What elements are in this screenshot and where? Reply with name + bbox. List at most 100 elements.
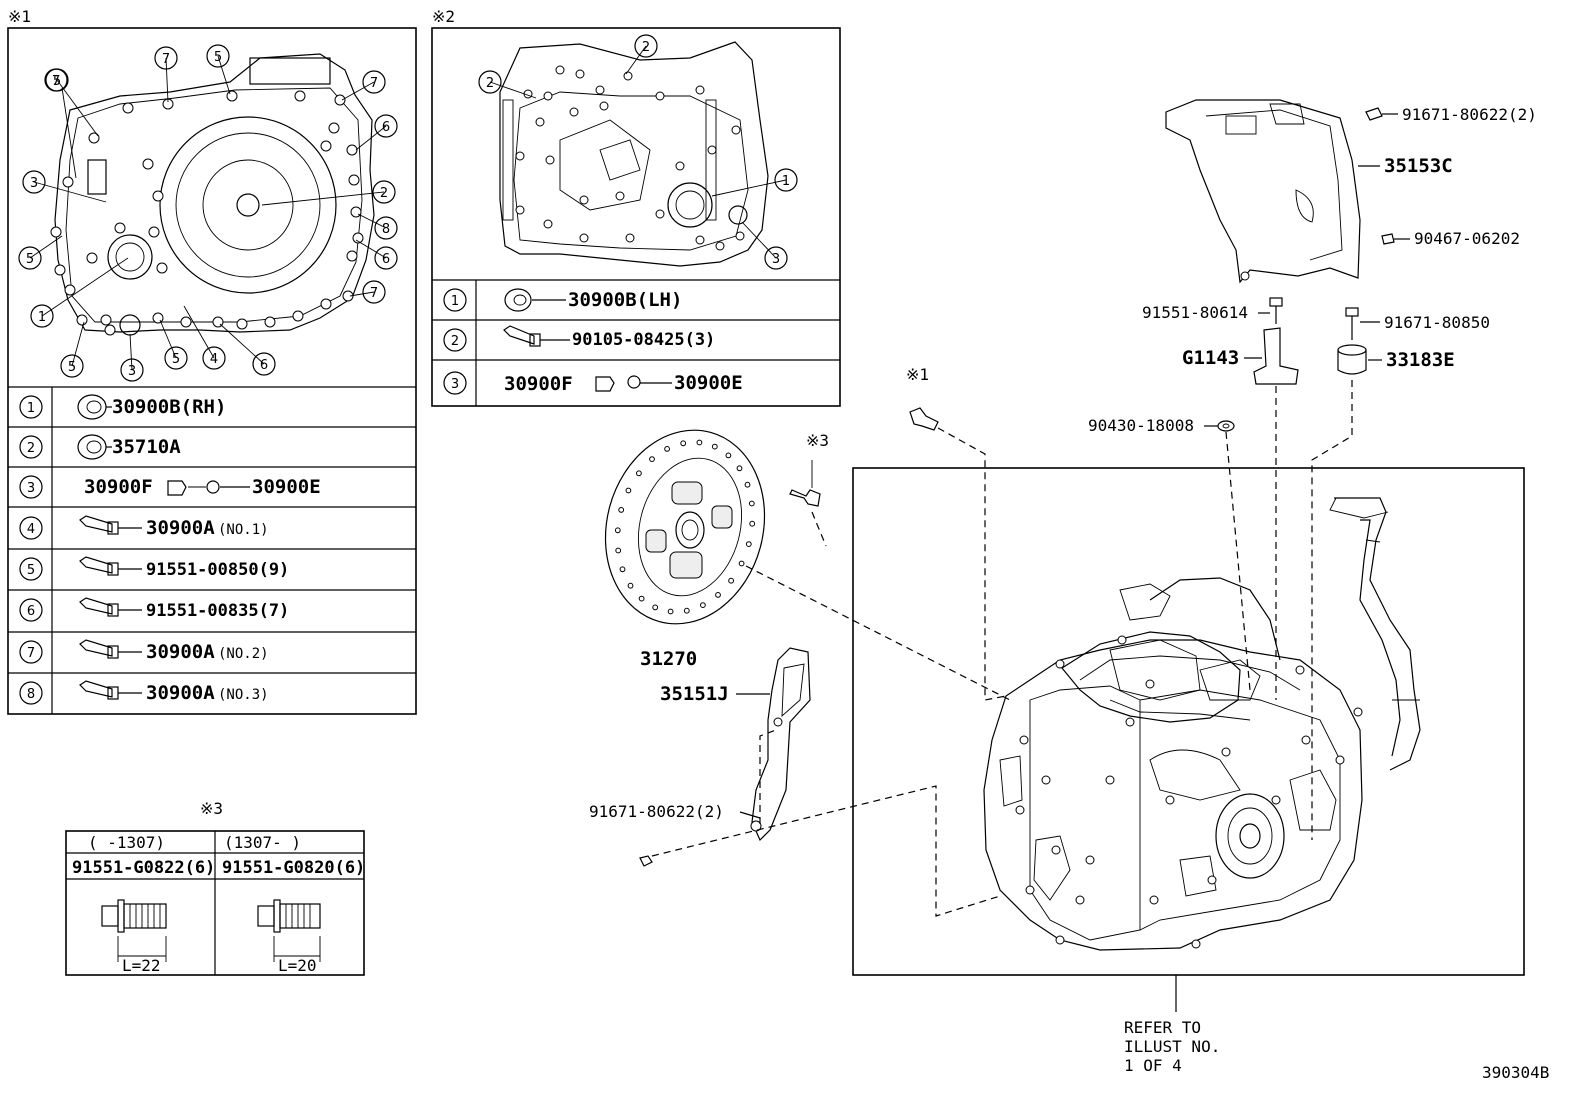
bolt-head (1055, 935, 1065, 945)
disc-hole (619, 566, 626, 573)
callout-leader (217, 55, 231, 95)
callout-leader (355, 239, 387, 259)
case-hole (599, 101, 609, 111)
case-hole (294, 90, 306, 102)
case-hole (715, 241, 725, 251)
case-hole (346, 144, 358, 156)
part-number: 90105-08425(3) (572, 330, 715, 350)
case-hole (64, 284, 76, 296)
bolt-icon (79, 680, 142, 700)
panel-3-table (65, 830, 365, 976)
callout-1: 1 (30, 304, 54, 328)
callout-3-number: 3 (772, 252, 780, 267)
callout-leader (261, 191, 385, 206)
case-hole (695, 235, 705, 245)
row-number-number: 8 (27, 687, 35, 702)
callout-leader (349, 291, 375, 297)
callout-leader (33, 181, 107, 203)
disc-hole (636, 470, 642, 477)
case-hole (735, 231, 745, 241)
callout-7: 7 (154, 46, 178, 70)
figure-id: 390304B (1482, 1063, 1549, 1082)
bolt-head (1165, 795, 1175, 805)
part-number: 30900F (504, 373, 573, 395)
callout-5-number: 5 (26, 252, 34, 267)
row-number-number: 5 (27, 563, 35, 578)
panel-2-frame (431, 27, 841, 407)
case-hole (655, 209, 665, 219)
case-hole (148, 226, 160, 238)
part-number: 91551-00850(9) (146, 560, 289, 580)
callout-leader (71, 321, 85, 367)
bolt-91551-80614-icon (1269, 297, 1283, 324)
row-number: 4 (19, 516, 43, 540)
row-number: 6 (19, 598, 43, 622)
bolt-icon (79, 597, 142, 617)
callout-5: 5 (60, 354, 84, 378)
callout-leader (355, 125, 387, 151)
disc-hole (748, 500, 755, 507)
callout-leader (183, 305, 215, 359)
case-hole (707, 145, 717, 155)
bolt-91671-80850-icon (1345, 307, 1359, 340)
bolt-head (1051, 845, 1061, 855)
case-hole (625, 233, 635, 243)
row-number: 2 (19, 435, 43, 459)
case-hole (264, 316, 276, 328)
callout-1-number: 1 (782, 174, 790, 189)
case-hole (535, 117, 545, 127)
leader-91671-80622-lower (739, 811, 761, 819)
row-number: 1 (443, 288, 467, 312)
callout-7-number: 7 (162, 52, 170, 67)
callout-leader (159, 319, 177, 359)
part-31270: 31270 (640, 648, 697, 670)
callout-2-number: 2 (380, 186, 388, 201)
part-number: 91551-00835(7) (146, 601, 289, 621)
bolt-head (1075, 895, 1085, 905)
case-hole (320, 140, 332, 152)
part-90467-06202: 90467-06202 (1414, 229, 1520, 248)
case-hole (515, 205, 525, 215)
case-hole (292, 310, 304, 322)
disc-hole (664, 446, 670, 452)
part-number: 30900A (146, 682, 215, 704)
mark-3-label: ※3 (200, 799, 223, 818)
row-number-number: 1 (27, 401, 35, 416)
mark-2-label: ※2 (432, 7, 455, 26)
table-row: 6 91551-00835(7) (19, 597, 289, 622)
callout-2-number: 2 (642, 40, 650, 55)
case-hole (350, 206, 362, 218)
case-hole (180, 316, 192, 328)
case-hole (328, 122, 340, 134)
part-91551-80614: 91551-80614 (1142, 303, 1248, 322)
dashed-leaders (651, 380, 1353, 917)
part-number: 30900A (146, 517, 215, 539)
callout-5-number: 5 (53, 74, 61, 89)
part-suffix: (NO.2) (218, 646, 269, 662)
clutch-disc-illustration (604, 429, 766, 625)
callout-4: 4 (202, 346, 226, 370)
row-number-number: 3 (27, 481, 35, 496)
callout-8: 8 (374, 216, 398, 240)
case-hole (86, 252, 98, 264)
transmission-case-rh-illustration (50, 53, 375, 336)
part-91551-g0822: 91551-G0822(6) (72, 858, 215, 878)
mark-3-bolt-label: ※3 (806, 431, 829, 450)
callout-1-number: 1 (38, 310, 46, 325)
disc-hole (745, 541, 752, 547)
callout-leader (219, 323, 265, 365)
callout-7-number: 7 (52, 74, 60, 89)
bolt-head (1055, 659, 1065, 669)
case-hole (675, 161, 685, 171)
bolt-head (1295, 665, 1305, 675)
bolt-head (1335, 755, 1345, 765)
case-hole (595, 85, 605, 95)
disc-hole (725, 452, 732, 459)
panel-3-header-right: (1307- ) (224, 833, 301, 852)
disc-hole (683, 607, 690, 614)
